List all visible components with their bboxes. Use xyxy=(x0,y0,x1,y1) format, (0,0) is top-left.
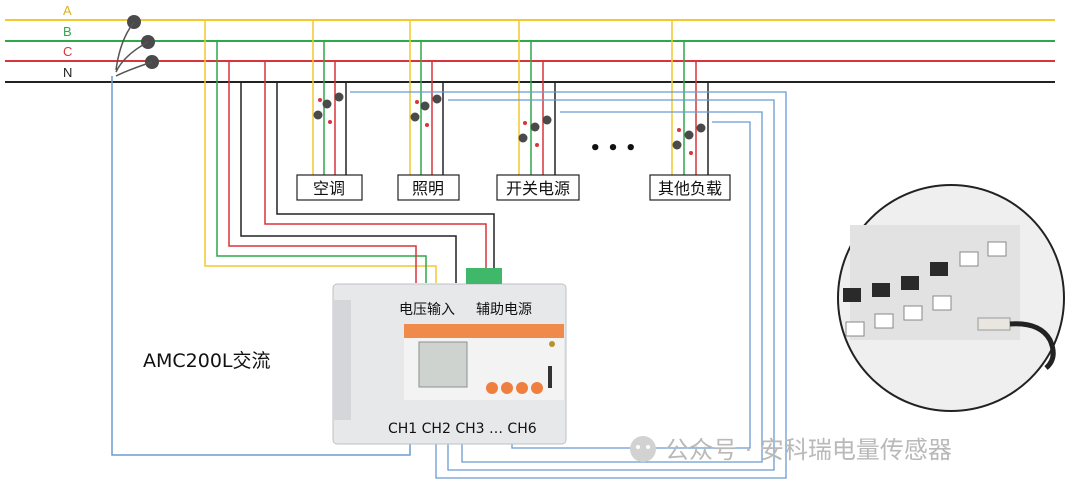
rj45-port-8 xyxy=(874,313,894,329)
vn-wire xyxy=(240,82,457,283)
rj45-port-1 xyxy=(843,288,861,302)
bus-b-label: B xyxy=(63,24,72,39)
load-label-3: 开关电源 xyxy=(506,179,570,198)
rj45-port-3 xyxy=(901,276,919,290)
watermark-text: 公众号 · 安科瑞电量传感器 xyxy=(665,436,952,464)
wechat-icon xyxy=(630,436,656,462)
channel-label: CH1 CH2 CH3 … CH6 xyxy=(388,421,537,437)
branch-ct-4 xyxy=(672,123,706,155)
main-ct-sensors xyxy=(111,15,411,456)
up-button-icon xyxy=(501,382,513,394)
branch-ct-1 xyxy=(313,92,344,124)
main-ct-cable xyxy=(111,76,411,456)
load-box-1: 空调 xyxy=(296,174,363,201)
watermark: 公众号 · 安科瑞电量传感器 xyxy=(630,436,952,464)
load-boxes: 空调 照明 开关电源 其他负载 xyxy=(296,174,731,201)
load-box-3: 开关电源 xyxy=(496,174,580,201)
more-loads-ellipsis: • • • xyxy=(589,138,636,159)
aux-terminal-block xyxy=(466,268,502,284)
voltage-input-wires xyxy=(204,20,457,283)
bus-a-label: A xyxy=(63,3,72,18)
va-wire xyxy=(204,20,437,283)
aux-l-wire xyxy=(264,61,487,268)
ct-cable-3 xyxy=(461,111,763,463)
load-box-2: 照明 xyxy=(397,174,460,201)
rj45-port-2 xyxy=(872,283,890,297)
load-drops xyxy=(312,20,709,175)
load-label-2: 照明 xyxy=(412,179,444,198)
rj45-cable xyxy=(1009,321,1056,370)
rj45-port-7 xyxy=(845,321,865,337)
branch-ct-2 xyxy=(410,94,442,127)
product-label: AMC200L交流 xyxy=(143,350,271,372)
ct-cable-1 xyxy=(350,91,787,479)
rj45-port-4 xyxy=(930,262,948,276)
rj45-plug xyxy=(977,317,1011,331)
busbars: A B C N xyxy=(5,3,1055,83)
bus-n-label: N xyxy=(63,65,72,80)
device-orange-band xyxy=(404,324,564,338)
amc200l-device: 电压输入 辅助电源 CH1 CH2 CH3 … CH6 xyxy=(332,268,567,445)
branch-ct-3 xyxy=(518,115,552,147)
menu-button-icon xyxy=(486,382,498,394)
device-lcd xyxy=(418,341,468,388)
aux-power-label: 辅助电源 xyxy=(476,302,532,318)
aux-power-wires xyxy=(264,61,495,268)
vc-wire xyxy=(228,61,417,283)
aux-n-wire xyxy=(276,82,495,268)
main-ct-leads xyxy=(115,21,153,77)
voltage-input-label: 电压输入 xyxy=(399,302,455,318)
ct-signal-cables xyxy=(350,91,787,479)
bus-c-label: C xyxy=(63,44,72,59)
vb-wire xyxy=(216,41,427,283)
ct-cable-2 xyxy=(447,99,775,471)
load-label-1: 空调 xyxy=(313,179,345,198)
device-antenna-base xyxy=(549,341,555,347)
rj45-inset xyxy=(837,184,1065,412)
load-box-4: 其他负载 xyxy=(649,174,731,201)
down-button-icon xyxy=(516,382,528,394)
enter-button-icon xyxy=(531,382,543,394)
rj45-port-5 xyxy=(959,251,979,267)
rj45-port-6 xyxy=(987,241,1007,257)
sim-slot xyxy=(548,366,552,388)
rj45-port-10 xyxy=(932,295,952,311)
ct-cable-4 xyxy=(511,121,751,449)
device-left-rail xyxy=(333,300,351,420)
rj45-port-9 xyxy=(903,305,923,321)
load-label-4: 其他负载 xyxy=(658,179,722,198)
branch-ct-sensors xyxy=(313,92,706,155)
